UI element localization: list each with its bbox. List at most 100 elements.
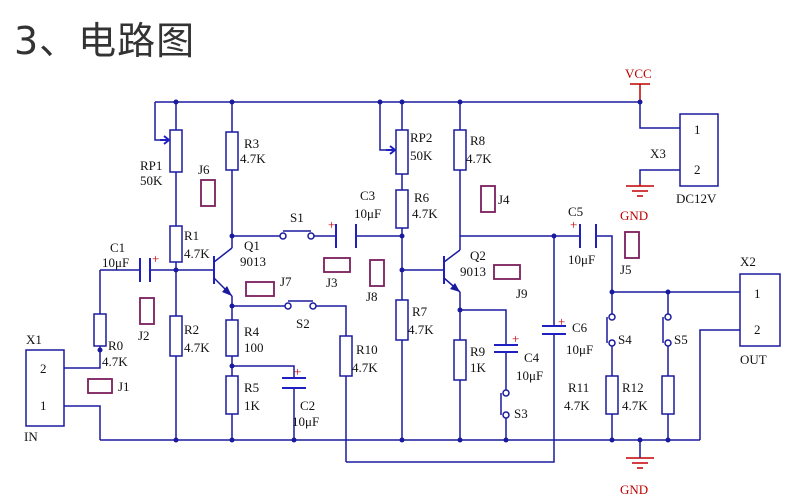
j6-label: J6 [198, 162, 210, 177]
c3-value: 10μF [354, 206, 381, 221]
q2-value: 9013 [460, 264, 486, 279]
x2-pin1-label: 1 [754, 286, 761, 301]
resistor-rp1 [169, 129, 183, 173]
r11-value: 4.7K [564, 398, 590, 413]
r9-value: 1K [470, 360, 487, 375]
r2-label: R2 [184, 322, 199, 337]
c3-label: C3 [360, 188, 375, 203]
j7-label: J7 [280, 274, 292, 289]
s2-label: S2 [296, 316, 310, 331]
x3-pin1-label: 1 [694, 122, 701, 137]
rp1-value: 50K [140, 173, 163, 188]
r12-value: 4.7K [622, 398, 648, 413]
jumper-j4 [480, 185, 496, 213]
c6-value: 10μF [566, 342, 593, 357]
jumper-j5 [624, 231, 640, 259]
c5-label: C5 [568, 204, 583, 219]
r8-value: 4.7K [466, 151, 492, 166]
jumper-j1 [87, 378, 113, 394]
s3-label: S3 [514, 406, 528, 421]
r10-label: R10 [356, 342, 378, 357]
q2-label: Q2 [470, 248, 486, 263]
connector-x3 [679, 113, 719, 187]
transistor-q1-icon [213, 247, 233, 297]
r1-value: 4.7K [184, 246, 210, 261]
gnd-label-top: GND [620, 208, 648, 223]
c2-value: 10μF [292, 414, 319, 429]
resistor-rp2 [395, 129, 409, 175]
in-label: IN [24, 429, 38, 444]
r12-label: R12 [622, 380, 644, 395]
c5-value: 10μF [568, 252, 595, 267]
j5-label: J5 [620, 262, 632, 277]
page-title: 3、电路图 [14, 19, 196, 63]
x2-pin2-label: 2 [754, 322, 761, 337]
resistor-r6 [395, 189, 409, 229]
dc12v-label: DC12V [676, 191, 717, 206]
j9-label: J9 [516, 286, 528, 301]
r4-label: R4 [244, 324, 260, 339]
jumper-j2 [139, 297, 155, 325]
jumper-j9 [493, 264, 521, 280]
c1-plus: + [152, 251, 159, 266]
x2-label: X2 [740, 254, 756, 269]
c4-value: 10μF [516, 368, 543, 383]
out-label: OUT [740, 352, 767, 367]
resistor-r1 [169, 225, 183, 263]
transistor-q2-icon [443, 249, 461, 293]
ground-symbol-bottom-icon [626, 457, 654, 469]
r9-label: R9 [470, 344, 485, 359]
r10-value: 4.7K [352, 360, 378, 375]
capacitor-c6 [542, 325, 566, 335]
switch-s5 [662, 313, 672, 347]
c6-plus: + [558, 314, 565, 329]
c6-label: C6 [572, 320, 588, 335]
x1-label: X1 [26, 332, 42, 347]
r6-label: R6 [414, 190, 430, 205]
r2-value: 4.7K [184, 340, 210, 355]
capacitor-c5 [579, 224, 597, 248]
j1-label: J1 [118, 379, 130, 394]
c4-plus: + [512, 331, 519, 346]
wires [64, 84, 740, 463]
junctions [97, 99, 671, 443]
capacitor-c2 [282, 377, 306, 389]
x3-label: X3 [650, 146, 666, 161]
q1-label: Q1 [244, 238, 260, 253]
resistor-r5 [225, 375, 239, 415]
capacitor-c4 [494, 344, 518, 353]
resistor-r8 [453, 129, 467, 171]
capacitor-c1 [139, 258, 151, 282]
s5-label: S5 [674, 332, 688, 347]
r5-label: R5 [244, 380, 259, 395]
ground-symbol-icon [626, 184, 654, 197]
c1-label: C1 [110, 240, 125, 255]
resistor-r9 [453, 339, 467, 381]
r0-label: R0 [108, 338, 123, 353]
c3-plus: + [328, 217, 335, 232]
vcc-label: VCC [625, 66, 652, 81]
q1-value: 9013 [240, 254, 266, 269]
j3-label: J3 [326, 275, 338, 290]
connector-x2 [739, 273, 781, 347]
resistor-r10 [339, 335, 353, 377]
switch-s1 [279, 230, 315, 240]
rp1-label: RP1 [140, 158, 162, 173]
resistor-r2 [169, 315, 183, 357]
resistor-r4 [225, 319, 239, 357]
c5-plus: + [570, 217, 577, 232]
rp2-wiper-arrow-icon [386, 145, 397, 155]
r3-value: 4.7K [240, 151, 266, 166]
j8-label: J8 [366, 289, 378, 304]
rp1-wiper-arrow-icon [160, 135, 171, 145]
r8-label: R8 [470, 133, 485, 148]
jumper-j6 [200, 179, 216, 207]
x1-pin2-label: 2 [40, 361, 47, 376]
c4-label: C4 [524, 350, 540, 365]
switch-s4 [606, 313, 616, 347]
capacitor-c3 [335, 224, 357, 248]
switch-s3 [500, 389, 510, 419]
jumper-j3 [323, 257, 351, 273]
resistor-r11 [605, 375, 619, 415]
